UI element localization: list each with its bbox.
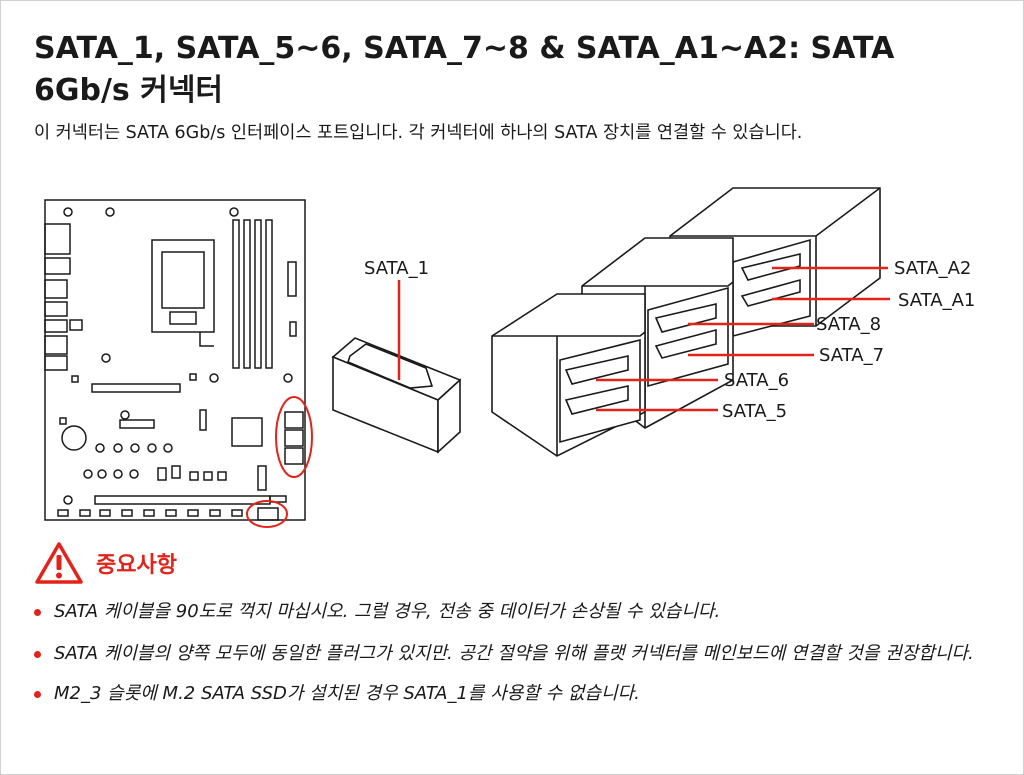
list-item: SATA 케이블을 90도로 꺽지 마십시오. 그럴 경우, 전송 중 데이터가… [34, 598, 984, 626]
sata-stack-leaders [596, 266, 890, 412]
bullet-dot [34, 651, 41, 658]
list-item-text: SATA 케이블을 90도로 꺽지 마십시오. 그럴 경우, 전송 중 데이터가… [54, 601, 721, 622]
notice-title: 중요사항 [96, 553, 177, 578]
label-sata-a2: SATA_A2 [894, 258, 971, 279]
label-sata-1: SATA_1 [364, 258, 429, 279]
sata-stack-highlight [275, 396, 313, 478]
list-item: M2_3 슬롯에 M.2 SATA SSD가 설치된 경우 SATA_1를 사용… [34, 680, 984, 708]
motherboard-illustration [44, 199, 306, 521]
sata-stack-illustration [491, 187, 881, 457]
label-sata-5: SATA_5 [722, 401, 787, 422]
notice-list: SATA 케이블을 90도로 꺽지 마십시오. 그럴 경우, 전송 중 데이터가… [34, 598, 984, 708]
intro-text: 이 커넥터는 SATA 6Gb/s 인터페이스 포트입니다. 각 커넥터에 하나… [34, 123, 803, 143]
sata-1-highlight [246, 500, 288, 528]
label-sata-8: SATA_8 [816, 314, 881, 335]
important-notice: 중요사항 [34, 540, 177, 586]
bullet-dot [34, 691, 41, 698]
label-sata-6: SATA_6 [724, 370, 789, 391]
list-item-text: SATA 케이블의 양쪽 모두에 동일한 플러그가 있지만. 공간 절약을 위해… [54, 643, 974, 664]
list-item-text: M2_3 슬롯에 M.2 SATA SSD가 설치된 경우 SATA_1를 사용… [54, 683, 640, 704]
bullet-dot [34, 609, 41, 616]
list-item: SATA 케이블의 양쪽 모두에 동일한 플러그가 있지만. 공간 절약을 위해… [34, 640, 984, 668]
page-title: SATA_1, SATA_5~6, SATA_7~8 & SATA_A1~A2:… [34, 31, 895, 108]
label-sata-7: SATA_7 [819, 345, 884, 366]
warning-triangle-icon [35, 542, 83, 584]
label-sata-a1: SATA_A1 [898, 290, 975, 311]
sata-1-connector-illustration [331, 337, 462, 454]
